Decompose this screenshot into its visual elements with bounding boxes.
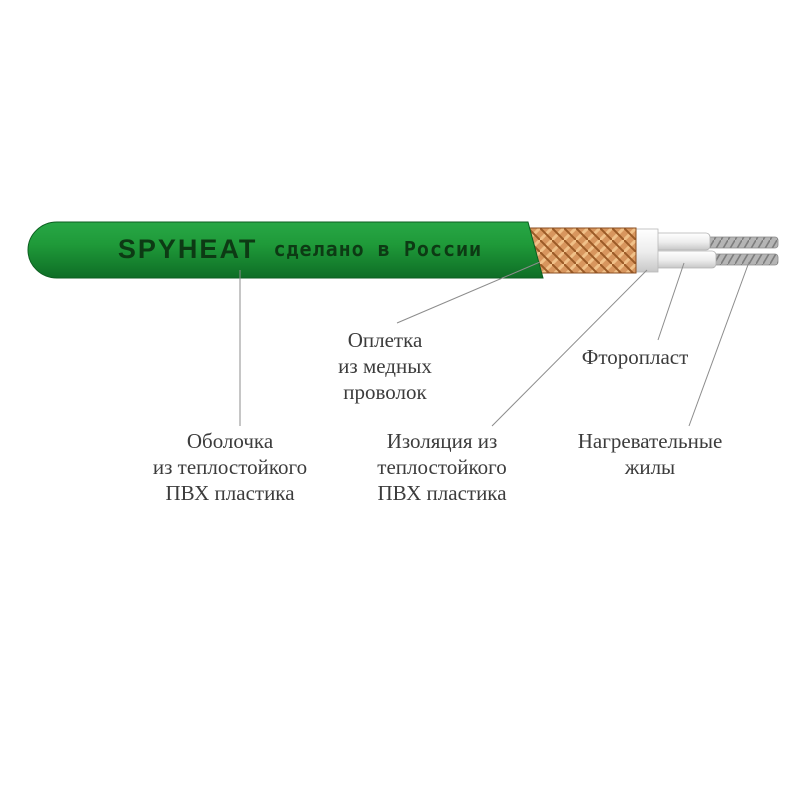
label-line: жилы: [624, 455, 676, 479]
copper-braid: [519, 227, 637, 274]
label-heating-cores: Нагревательные жилы: [540, 428, 760, 480]
leader-line-fluoroplast: [657, 262, 685, 341]
label-line: Оплетка: [347, 328, 423, 352]
label-line: из теплостойкого: [152, 455, 308, 479]
label-line: проволок: [343, 380, 427, 404]
leader-line-insulation: [491, 269, 648, 427]
label-fluoroplast: Фторопласт: [560, 344, 710, 370]
leader-line-cores: [688, 261, 750, 427]
label-copper-braid: Оплетка из медных проволок: [295, 327, 475, 405]
label-line: Изоляция из: [386, 429, 498, 453]
label-line: теплостойкого: [377, 455, 507, 479]
label-line: Оболочка: [186, 429, 274, 453]
outer-sheath: [27, 221, 544, 279]
label-line: из медных: [338, 354, 432, 378]
heating-core-top-strand: [699, 236, 779, 249]
label-line: Фторопласт: [581, 345, 689, 369]
label-core-insulation: Изоляция из теплостойкого ПВХ пластика: [342, 428, 542, 506]
leader-line-braid: [396, 261, 541, 324]
label-line: ПВХ пластика: [165, 481, 295, 505]
heating-core-bottom-strand: [705, 253, 779, 266]
label-line: Нагревательные: [577, 429, 723, 453]
label-line: ПВХ пластика: [377, 481, 507, 505]
label-outer-sheath: Оболочка из теплостойкого ПВХ пластика: [120, 428, 340, 506]
